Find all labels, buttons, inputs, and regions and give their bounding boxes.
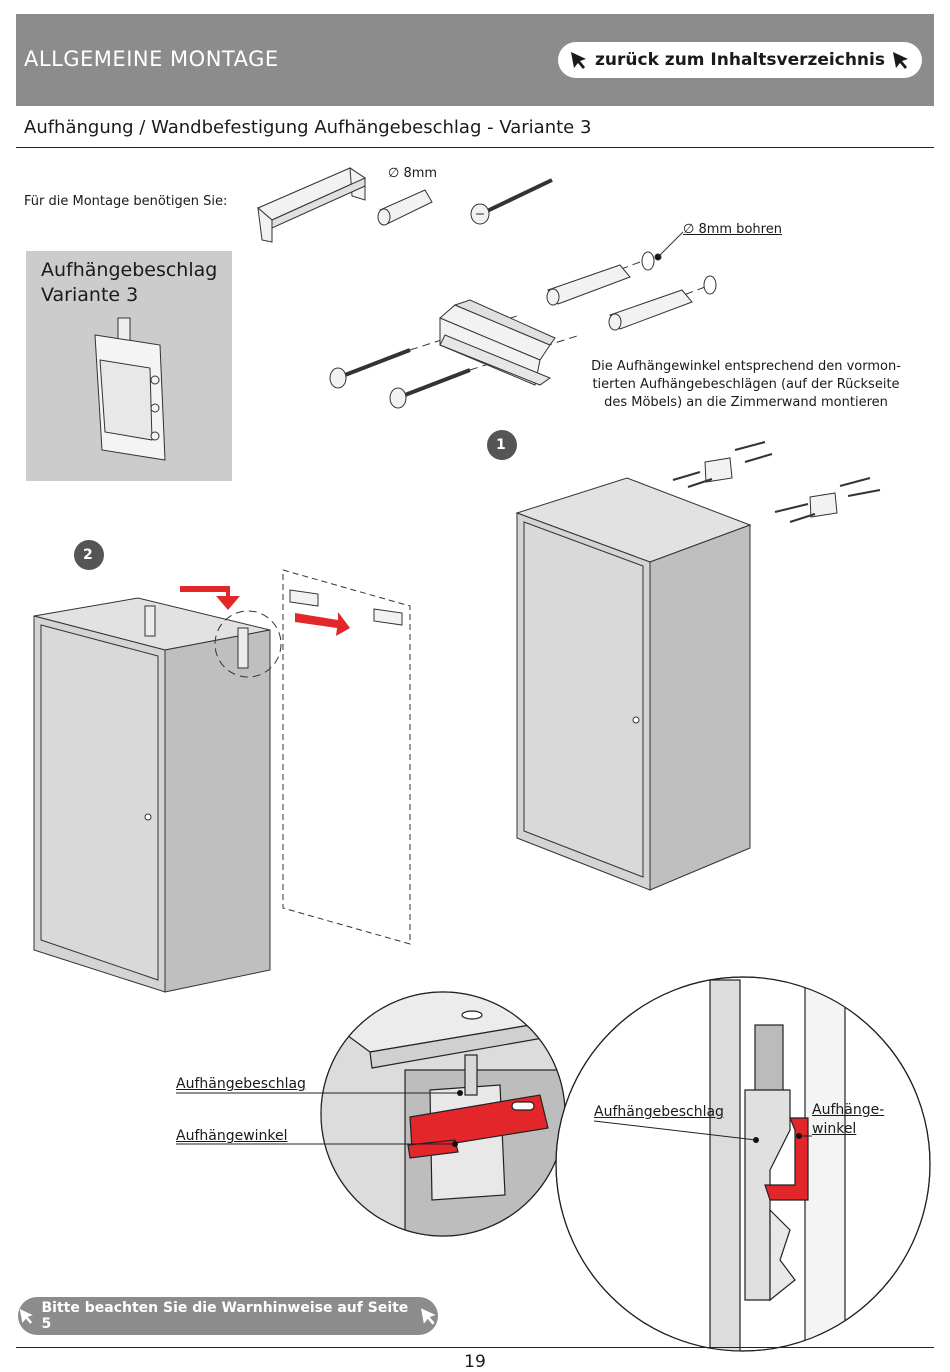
back-to-contents-label: zurück zum Inhaltsverzeichnis xyxy=(595,50,885,70)
label-fitting-left: Aufhängebeschlag xyxy=(176,1076,306,1092)
label-fitting-right: Aufhängebeschlag xyxy=(594,1104,724,1120)
footer-divider xyxy=(16,1347,934,1348)
detail-circle-right xyxy=(555,976,931,1352)
label-angle-right: Aufhänge- winkel xyxy=(812,1101,884,1139)
back-to-contents-button[interactable]: zurück zum Inhaltsverzeichnis xyxy=(558,42,922,78)
parts-needed-label: Für die Montage benötigen Sie: xyxy=(24,194,228,209)
variant-title-line2: Variante 3 xyxy=(41,284,139,306)
label-angle-right-line2: winkel xyxy=(812,1121,857,1137)
cursor-arrow-icon xyxy=(19,1308,33,1324)
cabinet-step1 xyxy=(515,477,752,891)
mounting-instruction: Die Aufhängewinkel entsprechend den vorm… xyxy=(568,358,924,412)
cursor-arrow-icon xyxy=(571,52,587,69)
page-number: 19 xyxy=(464,1352,486,1372)
screw-part xyxy=(470,178,553,225)
wall-bracket-small xyxy=(672,441,881,523)
cursor-arrow-icon xyxy=(420,1308,436,1325)
wall-outline xyxy=(282,569,411,945)
variant-fitting-drawing xyxy=(94,317,166,461)
hanging-angle-part xyxy=(257,167,367,243)
warning-notice-label: Bitte beachten Sie die Warnhinweise auf … xyxy=(41,1300,409,1332)
dowel-part xyxy=(377,189,433,226)
warning-notice-button[interactable]: Bitte beachten Sie die Warnhinweise auf … xyxy=(18,1297,438,1335)
drill-label: ∅ 8mm bohren xyxy=(683,222,782,237)
step-1-number: 1 xyxy=(496,437,506,453)
instruction-line2: tierten Aufhängebeschlägen (auf der Rück… xyxy=(592,377,900,392)
label-angle-left: Aufhängewinkel xyxy=(176,1128,288,1144)
label-angle-right-line1: Aufhänge- xyxy=(812,1102,885,1118)
page-subtitle: Aufhängung / Wandbefestigung Aufhängebes… xyxy=(24,117,592,138)
section-title: ALLGEMEINE MONTAGE xyxy=(24,47,279,71)
step-2-badge xyxy=(74,540,104,570)
instruction-line1: Die Aufhängewinkel entsprechend den vorm… xyxy=(591,359,901,374)
step-2-number: 2 xyxy=(83,547,93,563)
dowel-diameter-label: ∅ 8mm xyxy=(388,166,438,181)
subtitle-divider xyxy=(16,147,934,148)
instruction-line3: des Möbels) an die Zimmerwand montieren xyxy=(604,395,888,410)
exploded-mount xyxy=(329,231,717,409)
cabinet-step2 xyxy=(33,597,282,993)
variant-title: Aufhängebeschlag Variante 3 xyxy=(41,258,217,308)
red-arrows xyxy=(180,586,350,636)
wall-brackets-step2 xyxy=(289,589,403,626)
cursor-arrow-icon xyxy=(892,52,908,69)
step-1-badge xyxy=(487,430,517,460)
variant-title-line1: Aufhängebeschlag xyxy=(41,259,218,281)
